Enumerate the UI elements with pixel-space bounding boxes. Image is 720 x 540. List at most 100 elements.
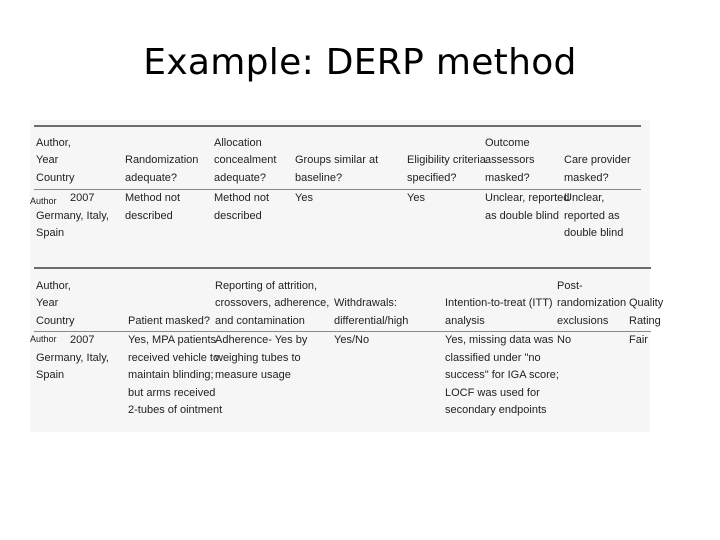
table1-data-cell: Yes — [295, 190, 313, 208]
table2-header-cell-line: Withdrawals: — [334, 297, 397, 309]
table1-header-cell-line: assessors — [485, 154, 535, 166]
table1-header-rule — [34, 189, 641, 190]
table2-header-cell-line: Country — [36, 314, 75, 327]
table1-header-cell-line: Eligibility criteria — [407, 154, 486, 166]
table2-header-cell: Intention-to-treat (ITT) analysis — [445, 295, 553, 330]
table1-header-cell-line: Outcome — [485, 136, 530, 149]
table2-data-cell-line: Adherence- Yes by — [215, 334, 308, 346]
table1-data-cell-line: Unclear, reported — [485, 192, 570, 204]
table2-header-cell-line: Rating — [629, 314, 661, 327]
table2-header-rule — [34, 331, 651, 332]
table1-header-cell-line: baseline? — [295, 171, 343, 184]
table2-header-cell-line: Author, — [36, 279, 71, 292]
table2-data-cell-line: classified under "no — [445, 351, 541, 364]
table1-data-cell-line: described — [125, 209, 173, 222]
table1-header-cell: Groups similar at baseline? — [295, 152, 378, 187]
table1-data-cell-line: described — [214, 209, 262, 222]
table2-header-cell-line: analysis — [445, 314, 485, 327]
table1-header-cell-line: masked? — [564, 171, 609, 184]
table1-data-cell: Unclear, reported as double blind — [564, 190, 623, 243]
table1-header-cell-line: masked? — [485, 171, 530, 184]
table1-data-cell-line: Method not — [214, 192, 270, 204]
table2-data-cell-line: maintain blinding; — [128, 369, 214, 381]
table2-data-cell: Yes, MPA patients received vehicle to main… — [128, 332, 222, 420]
table1-data-cell: Yes — [407, 190, 425, 208]
table1-header-cell: Allocation concealment adequate? — [214, 135, 276, 188]
table1-header-cell-line: adequate? — [125, 171, 177, 184]
table2-data-cell-line: 2-tubes of ointment — [128, 404, 223, 416]
table2-header-cell-line: Patient masked? — [128, 314, 210, 327]
table1-header-cell-line: adequate? — [214, 171, 266, 184]
table1-header-cell-line: Care provider — [564, 154, 631, 166]
table2-data-cell-line: received vehicle to — [128, 351, 220, 364]
table2-data-cell: Adherence- Yes by weighing tubes to measur… — [215, 332, 307, 385]
table1-data-cell-line: Unclear, — [564, 192, 605, 204]
table2-data-cell-line: Yes/No — [334, 334, 370, 346]
table1-header-cell-line: specified? — [407, 171, 457, 184]
table1-data-cell: Method not described — [214, 190, 269, 225]
table2-data-cell: Yes/No — [334, 332, 369, 350]
table2-header-cell-line: and contamination — [215, 314, 305, 327]
table2-data-cell-line: success" for IGA score; — [445, 369, 559, 381]
table1-data-cell-line: double blind — [564, 227, 624, 239]
table2-data-cell-line: measure usage — [215, 369, 291, 381]
table1-author-line: 2007 — [70, 192, 95, 204]
table2-header-cell: Reporting of attrition, crossovers, adher… — [215, 278, 329, 331]
table1-data-cell-line: Yes — [407, 192, 425, 204]
table2-header-cell-line: Quality — [629, 297, 664, 309]
table1-data-cell-line: Method not — [125, 192, 181, 204]
table2-data-cell-line: weighing tubes to — [215, 351, 301, 364]
table2-header-cell: Patient masked? — [128, 313, 210, 331]
table2-top-rule — [34, 267, 651, 269]
table2-data-cell-line: Yes, missing data was — [445, 334, 554, 346]
table2-author-line: Germany, Italy, — [36, 351, 109, 364]
table2-header-cell-line: differential/high — [334, 314, 409, 327]
table2-header-cell-line: crossovers, adherence, — [215, 297, 330, 309]
table1-data-cell-line: reported as — [564, 209, 620, 222]
table1-header-cell-line: concealment — [214, 154, 277, 166]
table2-header-cell-line: Reporting of attrition, — [215, 279, 318, 292]
table2-data-cell-line: secondary endpoints — [445, 404, 547, 416]
table2-data-cell-line: No — [557, 334, 572, 346]
table1-header-cell: Eligibility criteria specified? — [407, 152, 486, 187]
table2-row-label: Author — [30, 334, 58, 345]
table2-data-cell: Yes, missing data was classified under "n… — [445, 332, 559, 420]
table2-data-cell-line: but arms received — [128, 386, 216, 399]
table1-header-cell-line: Randomization — [125, 154, 199, 166]
table2-header-cell-line: Post- — [557, 279, 583, 292]
table2-data-cell: No — [557, 332, 571, 350]
table1-header-cell-line: Author, — [36, 136, 71, 149]
table2-header-cell: Withdrawals: differential/high — [334, 295, 408, 330]
table2-header-cell: Post-randomization exclusions — [557, 278, 626, 331]
table1-top-rule — [34, 125, 641, 127]
table1-data-cell: Method not described — [125, 190, 180, 225]
table1-header-cell-line: Year — [36, 154, 59, 166]
table2-data-cell-line: Fair — [629, 334, 648, 346]
table1-author-line: Spain — [36, 227, 65, 239]
table1-data-cell-line: Yes — [295, 192, 313, 204]
table1-author-line: Germany, Italy, — [36, 209, 109, 222]
table2-data-cell-line: Yes, MPA patients — [128, 334, 217, 346]
table2-header-cell-line: randomization — [557, 297, 627, 309]
table2-data-cell: Fair — [629, 332, 648, 350]
table1-header-cell: Care provider masked? — [564, 152, 631, 187]
table2-author-line: 2007 — [70, 334, 95, 346]
table2-header-cell-line: Intention-to-treat (ITT) — [445, 297, 553, 309]
table1-row-label: Author — [30, 196, 58, 207]
table1-header-cell-line: Groups similar at — [295, 154, 379, 166]
slide-title: Example: DERP method — [143, 42, 577, 83]
table1-header-cell-line: Allocation — [214, 136, 262, 149]
table2-author-line: Spain — [36, 369, 65, 381]
table2-header-cell-line: Year — [36, 297, 59, 309]
table1-header-cell: Outcome assessors masked? — [485, 135, 535, 188]
table2-header-cell-line: exclusions — [557, 314, 609, 327]
table1-header-cell: Randomization adequate? — [125, 152, 198, 187]
table1-header-cell-line: Country — [36, 171, 75, 184]
